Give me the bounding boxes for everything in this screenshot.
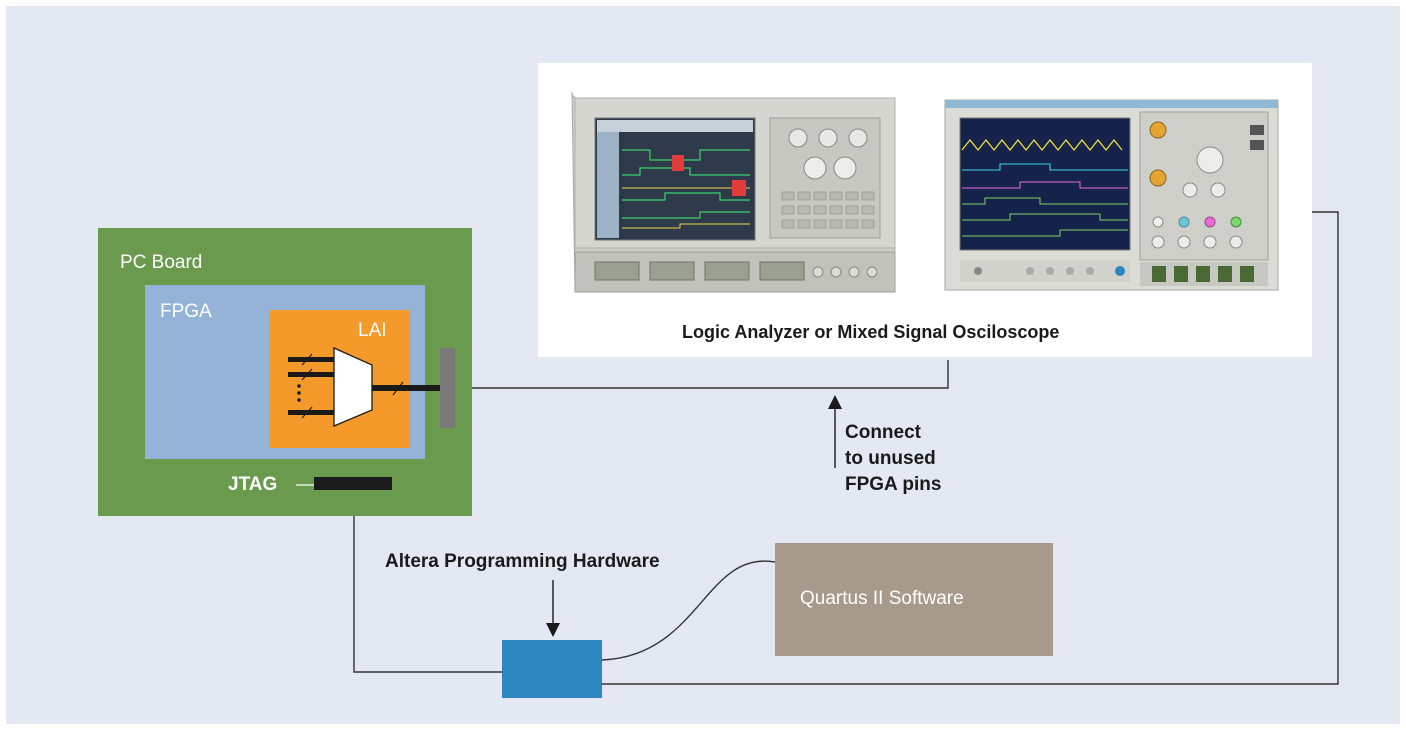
jtag-header bbox=[314, 477, 392, 490]
connect-note-line-3: FPGA pins bbox=[845, 474, 942, 495]
jtag-to-programmer-wire bbox=[353, 490, 502, 673]
programmer-to-instrument-wire bbox=[602, 211, 1339, 685]
multiplexer-icon bbox=[288, 346, 440, 427]
fpga-to-instrument-wire bbox=[455, 360, 949, 389]
programming-hardware-label: Altera Programming Hardware bbox=[385, 551, 660, 572]
wires bbox=[353, 211, 1339, 685]
mixed-signal-oscilloscope-icon bbox=[944, 99, 1279, 291]
quartus-software-label: Quartus II Software bbox=[800, 588, 964, 609]
jtag-label: JTAG bbox=[228, 474, 278, 495]
connect-note-line-1: Connect bbox=[845, 422, 921, 443]
programmer-to-software-cable bbox=[601, 560, 776, 661]
lai-label: LAI bbox=[358, 320, 387, 341]
quartus-software-box bbox=[775, 543, 1053, 656]
fpga-pin-connector bbox=[440, 348, 455, 428]
pc-board-label: PC Board bbox=[120, 252, 203, 273]
connect-note-line-2: to unused bbox=[845, 448, 936, 469]
logic-analyzer-instrument-icon bbox=[571, 91, 896, 293]
altera-programming-hardware-box bbox=[502, 640, 602, 698]
instrument-caption: Logic Analyzer or Mixed Signal Oscilosco… bbox=[682, 322, 1060, 342]
fpga-label: FPGA bbox=[160, 301, 212, 322]
